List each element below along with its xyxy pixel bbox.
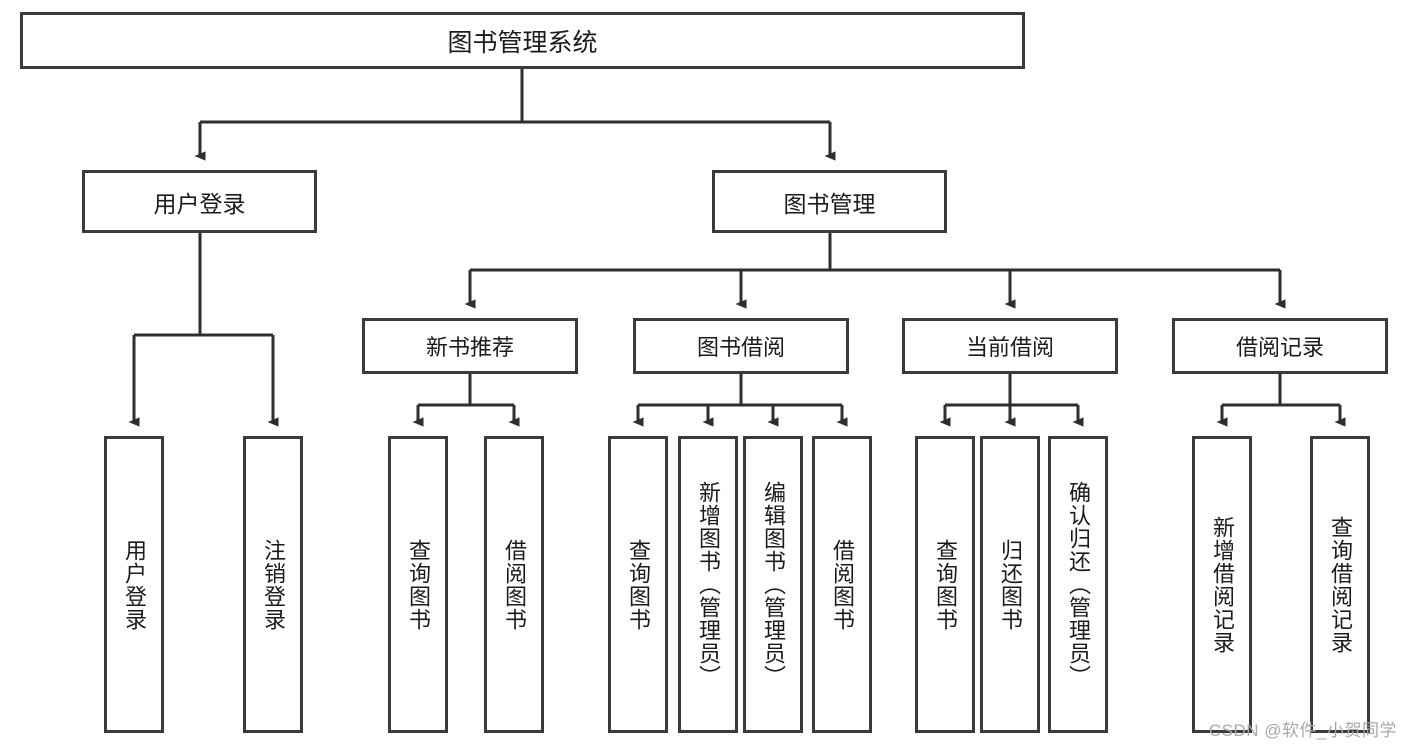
node-new-book-recommend[interactable]: 新书推荐: [362, 318, 578, 374]
node-borrow-record[interactable]: 借阅记录: [1172, 318, 1388, 374]
node-label: 查询图书: [405, 538, 431, 631]
node-label: 新增借阅记录: [1209, 515, 1235, 654]
node-label: 借阅图书: [829, 538, 855, 631]
node-label: 用户登录: [121, 538, 147, 631]
node-leaf-user-login[interactable]: 用户登录: [104, 436, 164, 733]
node-book-borrow[interactable]: 图书借阅: [633, 318, 849, 374]
node-label: 归还图书: [997, 538, 1023, 631]
node-label: 编辑图书（管理员）: [760, 481, 786, 688]
node-leaf-query-book-3[interactable]: 查询图书: [915, 436, 975, 733]
node-label: 查询图书: [932, 538, 958, 631]
node-leaf-user-logout[interactable]: 注销登录: [243, 436, 303, 733]
node-user-login[interactable]: 用户登录: [82, 170, 317, 233]
node-label: 图书管理: [783, 190, 876, 217]
node-label: 确认归还（管理员）: [1065, 481, 1091, 688]
node-label: 注销登录: [260, 538, 286, 631]
node-leaf-borrow-book-1[interactable]: 借阅图书: [484, 436, 544, 733]
node-leaf-confirm-return-admin[interactable]: 确认归还（管理员）: [1048, 436, 1108, 733]
node-label: 新增图书（管理员）: [695, 481, 721, 688]
node-label: 图书借阅: [696, 335, 785, 360]
node-system-root[interactable]: 图书管理系统: [20, 12, 1025, 69]
node-leaf-borrow-book-2[interactable]: 借阅图书: [812, 436, 872, 733]
node-current-borrow[interactable]: 当前借阅: [902, 318, 1118, 374]
node-leaf-query-book-2[interactable]: 查询图书: [608, 436, 668, 733]
node-label: 用户登录: [153, 190, 246, 217]
node-leaf-return-book[interactable]: 归还图书: [980, 436, 1040, 733]
node-label: 借阅记录: [1235, 335, 1324, 360]
node-book-management[interactable]: 图书管理: [712, 170, 947, 233]
node-leaf-add-borrow-record[interactable]: 新增借阅记录: [1192, 436, 1252, 733]
node-leaf-query-book-1[interactable]: 查询图书: [388, 436, 448, 733]
node-label: 当前借阅: [965, 335, 1054, 360]
node-label: 查询借阅记录: [1327, 515, 1353, 654]
node-leaf-query-borrow-record[interactable]: 查询借阅记录: [1310, 436, 1370, 733]
node-label: 借阅图书: [501, 538, 527, 631]
node-label: 图书管理系统: [447, 28, 598, 57]
node-leaf-edit-book-admin[interactable]: 编辑图书（管理员）: [743, 436, 803, 733]
node-leaf-add-book-admin[interactable]: 新增图书（管理员）: [678, 436, 738, 733]
csdn-watermark: CSDN @软件_小贺同学: [1208, 721, 1397, 740]
node-label: 查询图书: [625, 538, 651, 631]
node-label: 新书推荐: [425, 335, 514, 360]
